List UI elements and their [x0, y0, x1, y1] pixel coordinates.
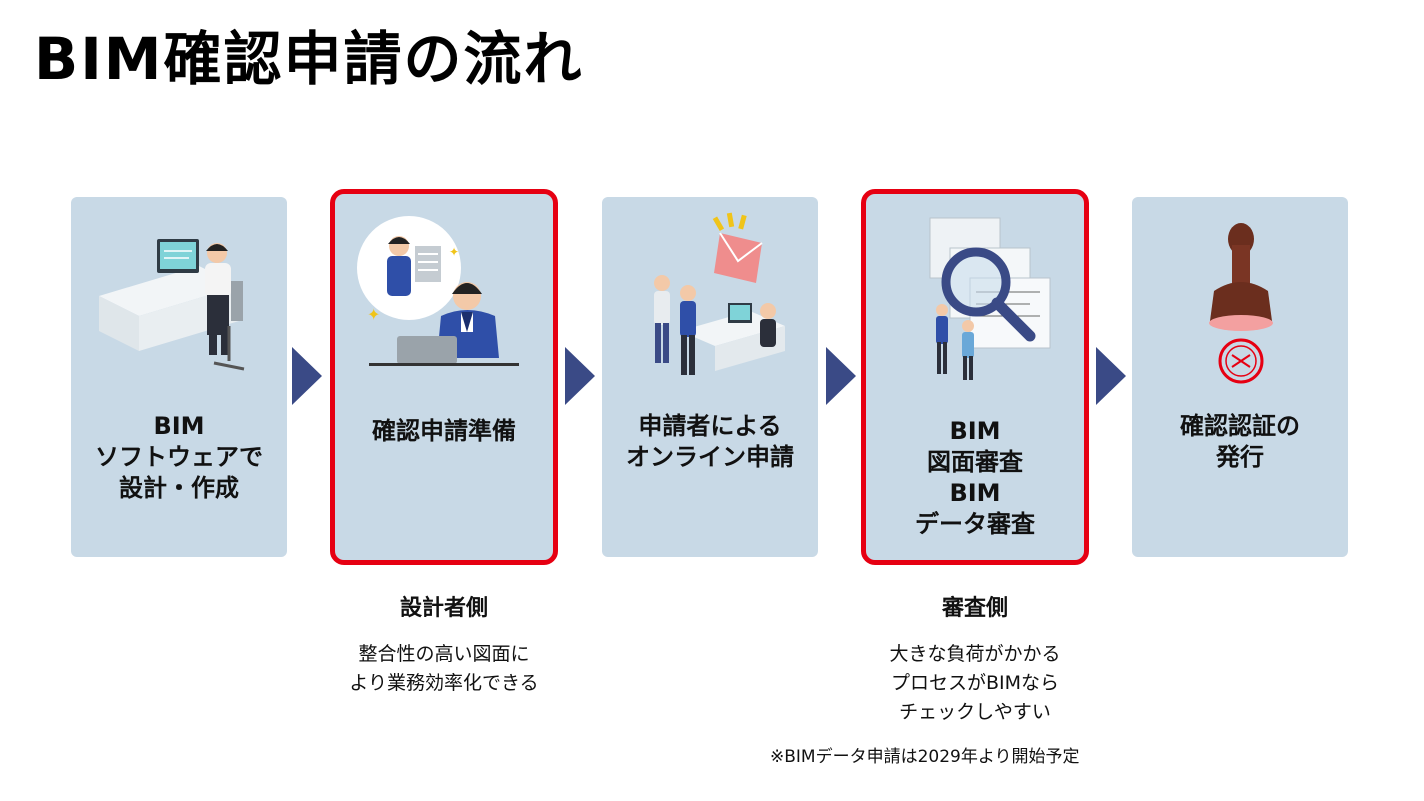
designer-side-description: 整合性の高い図面に より業務効率化できる — [349, 643, 539, 694]
step-label: 申請者による オンライン申請 — [626, 412, 794, 471]
page-title: BIM確認申請の流れ — [34, 25, 584, 93]
step-design: BIM ソフトウェアで 設計・作成 — [71, 197, 287, 557]
step-review: BIM 図面審査 BIM データ審査 — [861, 189, 1089, 565]
arrow-right-icon — [1096, 347, 1126, 405]
step-label: 確認申請準備 — [372, 417, 516, 445]
approval-stamp-illustration — [1132, 211, 1348, 401]
online-submission-illustration — [602, 211, 818, 401]
step-label: BIM 図面審査 BIM データ審査 — [915, 417, 1035, 538]
step-certificate-issuance: 確認認証の 発行 — [1132, 197, 1348, 557]
reviewer-side-description: 大きな負荷がかかる プロセスがBIMなら チェックしやすい — [889, 643, 1061, 723]
step-label: 確認認証の 発行 — [1180, 412, 1300, 471]
application-preparation-illustration: ✦ ✦ — [335, 208, 553, 398]
step-online-application: 申請者による オンライン申請 — [602, 197, 818, 557]
step-preparation: ✦ ✦ 確認申請準備 — [330, 189, 558, 565]
designer-side-title: 設計者側 — [399, 596, 488, 621]
arrow-right-icon — [565, 347, 595, 405]
footnote: ※BIMデータ申請は2029年より開始予定 — [770, 747, 1080, 767]
designer-side: 設計者側 整合性の高い図面に より業務効率化できる — [294, 590, 594, 698]
designer-at-desk-illustration — [71, 211, 287, 401]
step-label: BIM ソフトウェアで 設計・作成 — [95, 412, 263, 502]
reviewer-side-title: 審査側 — [941, 596, 1008, 621]
magnifier-review-illustration — [866, 208, 1084, 398]
reviewer-side: 審査側 大きな負荷がかかる プロセスがBIMなら チェックしやすい — [825, 590, 1125, 727]
arrow-right-icon — [292, 347, 322, 405]
svg-text:✦: ✦ — [367, 305, 380, 324]
svg-text:✦: ✦ — [449, 245, 459, 259]
arrow-right-icon — [826, 347, 856, 405]
